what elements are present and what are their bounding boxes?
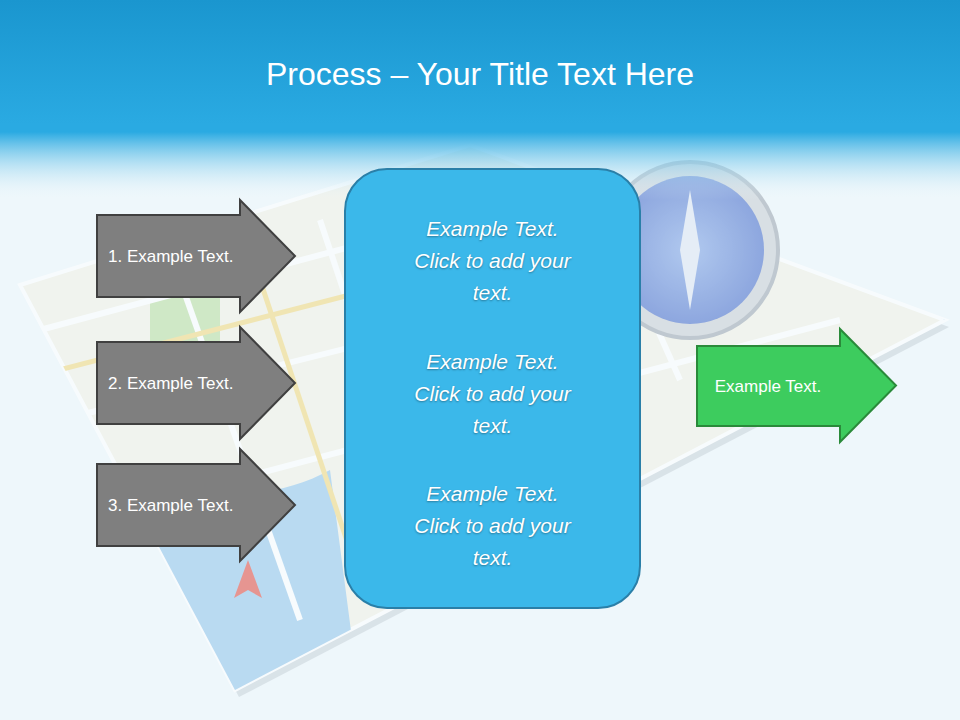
step-label: Example Text. [700,346,836,426]
result-arrow: Example Text. [696,328,897,443]
step-label: 2. Example Text. [108,342,238,424]
box-text-block: Example Text. Click to add your text. [344,213,641,309]
box-text: Example Text. Click to add your text. [405,346,580,442]
step-arrow: 2. Example Text. [96,326,296,440]
city-map [0,140,960,720]
box-text-block: Example Text. Click to add your text. [344,346,641,442]
step-arrow: 3. Example Text. [96,448,296,562]
step-label: 1. Example Text. [108,215,238,297]
box-text: Example Text. Click to add your text. [405,213,580,309]
slide-title: Process – Your Title Text Here [0,52,960,96]
step-arrow: 1. Example Text. [96,199,296,313]
step-label: 3. Example Text. [108,464,238,546]
box-text: Example Text. Click to add your text. [405,478,580,574]
process-box: Example Text. Click to add your text. Exa… [344,168,641,609]
box-text-block: Example Text. Click to add your text. [344,478,641,574]
